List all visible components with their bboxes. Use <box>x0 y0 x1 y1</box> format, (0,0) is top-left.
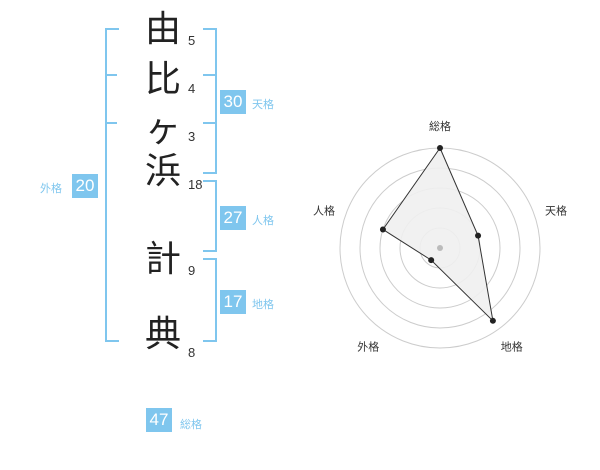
stroke-count-6: 8 <box>188 345 196 360</box>
chikaku-label: 地格 <box>252 298 274 311</box>
bracket-tick <box>203 74 215 76</box>
radar-point-1 <box>437 145 443 151</box>
soukaku-label: 総格 <box>180 418 202 431</box>
radar-axis-label-1: 総格 <box>429 119 451 133</box>
bracket-tick <box>203 122 215 124</box>
radar-point-5 <box>379 226 386 233</box>
radar-point-4 <box>428 257 435 264</box>
stroke-count-4: 18 <box>188 177 203 192</box>
name-char-3: ヶ <box>144 109 181 150</box>
name-char-5: 計 <box>144 239 181 280</box>
name-char-4: 浜 <box>144 151 181 192</box>
stroke-count-2: 4 <box>188 81 196 96</box>
stroke-count-1: 5 <box>188 33 196 48</box>
bracket-tick <box>105 122 117 124</box>
name-char-2: 比 <box>144 59 181 100</box>
gaikaku-label: 外格 <box>40 182 62 195</box>
tenkaku-value: 30 <box>220 90 246 114</box>
tenkaku-label: 天格 <box>252 98 274 111</box>
radar-axis-label-3: 地格 <box>501 340 523 354</box>
name-char-6: 典 <box>144 314 181 355</box>
radar-point-3 <box>489 317 496 324</box>
tenkaku-bracket <box>203 28 217 174</box>
chikaku-value: 17 <box>220 290 246 314</box>
stroke-count-3: 3 <box>188 129 196 144</box>
jinkaku-value: 27 <box>220 206 246 230</box>
radar-axis-label-5: 人格 <box>313 203 335 217</box>
radar-axis-label-4: 外格 <box>357 340 379 354</box>
chikaku-bracket <box>203 258 217 342</box>
radar-axis-label-2: 天格 <box>545 203 567 217</box>
jinkaku-bracket <box>203 180 217 252</box>
gaikaku-value: 20 <box>72 174 98 198</box>
radar-point-2 <box>475 232 482 239</box>
stroke-count-5: 9 <box>188 263 196 278</box>
jinkaku-label: 人格 <box>252 214 274 227</box>
bracket-tick <box>105 74 117 76</box>
soukaku-value: 47 <box>146 408 172 432</box>
name-char-1: 由 <box>144 9 181 50</box>
radar-data-polygon <box>382 146 494 323</box>
radar-center-point <box>437 245 443 251</box>
gaikaku-bracket <box>105 28 119 342</box>
